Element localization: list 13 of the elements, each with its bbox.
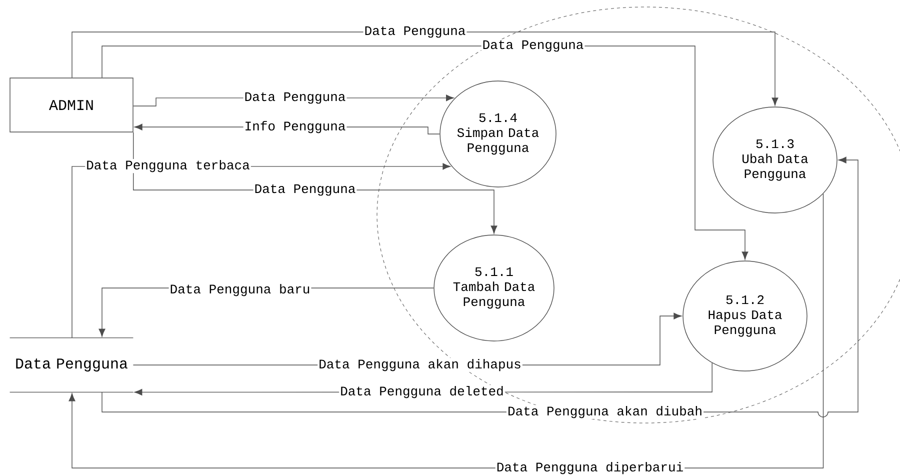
edge-label: Data Pengguna [253, 183, 357, 197]
edge-label: Data Pengguna [481, 39, 585, 53]
edge-label: Data Pengguna [363, 25, 467, 39]
edge-label: Data Pengguna diperbarui [495, 460, 685, 475]
edge-label: Info Pengguna [243, 120, 347, 134]
data-store: Data Pengguna [9, 337, 134, 393]
edge-label: Data Pengguna akan dihapus [318, 358, 522, 372]
edge-label: Data Pengguna deleted [339, 384, 505, 400]
edge-label: Data Pengguna akan diubah [506, 404, 704, 420]
edge-label: Data Pengguna terbaca [85, 158, 251, 174]
edge-label: Data Pengguna baru [168, 282, 312, 298]
edge-label: Data Pengguna [243, 91, 347, 105]
entity-box: ADMIN [10, 78, 134, 132]
